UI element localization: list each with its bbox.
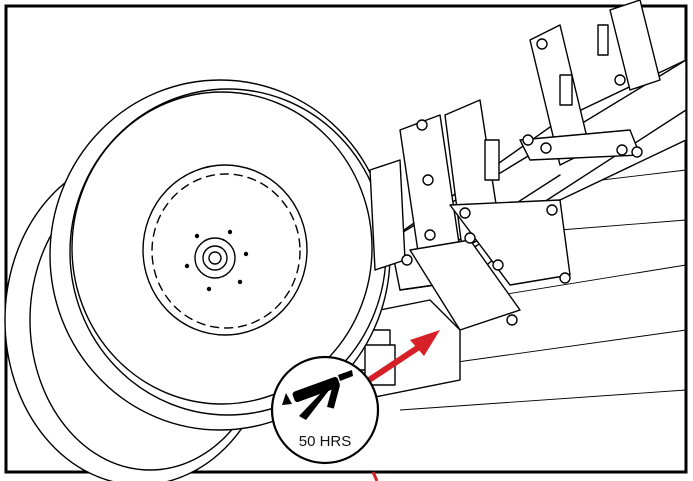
arrow-icon bbox=[357, 330, 440, 389]
service-interval-label: 50 HRS bbox=[299, 433, 352, 450]
red-tick bbox=[371, 471, 379, 481]
mounting-brackets bbox=[369, 0, 661, 331]
bracket-bolts bbox=[401, 38, 643, 326]
grease-gun-icon bbox=[282, 370, 353, 420]
disc-hub bbox=[184, 229, 249, 292]
diagram-border bbox=[4, 4, 688, 474]
grease-interval-callout: 50 HRS bbox=[270, 355, 380, 465]
